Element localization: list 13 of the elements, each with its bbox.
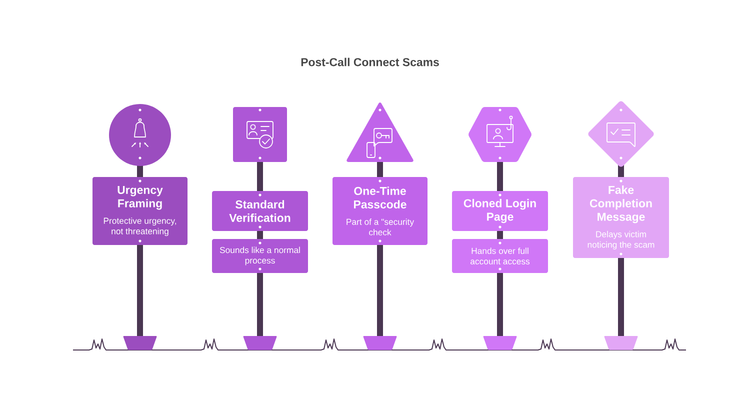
- title: Post-Call Connect Scams: [301, 58, 439, 66]
- diamond-sign: [588, 101, 654, 167]
- circle-sign: [109, 104, 171, 166]
- hexagon-sign: [468, 107, 532, 162]
- sign-board: Cloned Login Page: [452, 191, 548, 231]
- sign-board: Fake Completion Message Delays victim noticing the scam: [573, 177, 669, 258]
- sign-board: One-Time Passcode Part of a "security check: [332, 177, 428, 245]
- sign-board: Sounds like a normal process: [212, 239, 308, 273]
- sign-board: Urgency Framing Protective urgency, not threatening: [92, 177, 188, 245]
- sign-board: Standard Verification: [212, 191, 308, 231]
- sign-board: Hands over full account access: [452, 239, 548, 273]
- triangle-sign: [346, 102, 414, 162]
- square-sign: [233, 107, 287, 162]
